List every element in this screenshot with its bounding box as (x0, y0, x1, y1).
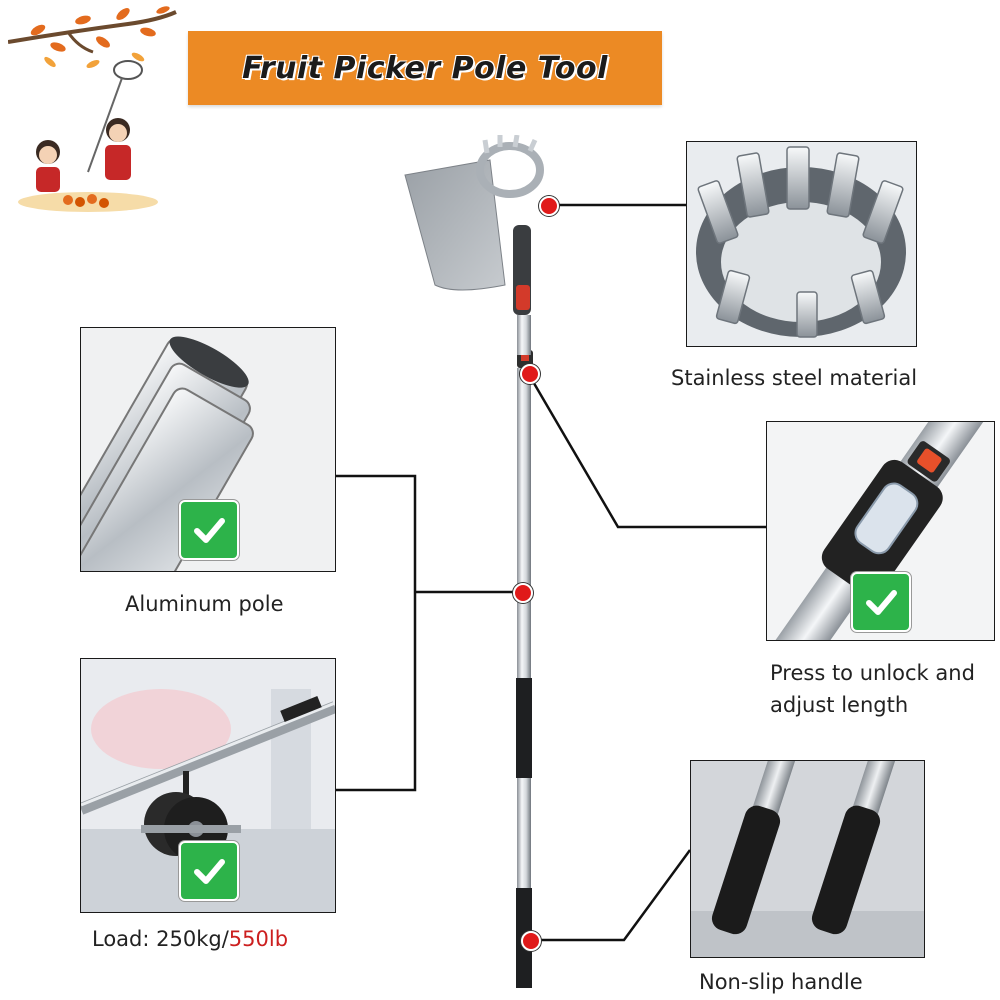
check-icon (194, 859, 225, 884)
unlock-caption-line1: Press to unlock and (770, 661, 975, 685)
load-caption-prefix: Load: 250kg/ (92, 927, 229, 951)
aluminum-pole-photo (80, 327, 336, 572)
check-badge-aluminum (179, 500, 239, 560)
non-slip-handle-caption: Non-slip handle (699, 970, 863, 994)
check-icon (194, 518, 225, 543)
page-title: Fruit Picker Pole Tool (242, 50, 608, 86)
stainless-steel-caption: Stainless steel material (671, 366, 918, 390)
load-test-photo (80, 658, 336, 913)
marker-dot-pole (513, 583, 533, 603)
aluminum-pole-caption: Aluminum pole (125, 592, 284, 616)
autumn-illustration (8, 2, 178, 217)
marker-dot-lock (520, 364, 540, 384)
title-banner: Fruit Picker Pole Tool (188, 31, 662, 105)
marker-dot-handle (521, 931, 541, 951)
unlock-caption-line2: adjust length (770, 693, 909, 717)
marker-dot-basket (539, 196, 559, 216)
non-slip-handle-photo (690, 760, 925, 958)
stainless-steel-photo (686, 141, 917, 347)
load-caption: Load: 250kg/550lb (92, 923, 372, 955)
load-caption-highlight: 550lb (228, 927, 289, 951)
check-icon (866, 590, 897, 615)
pole-product-image (404, 135, 544, 988)
check-badge-unlock (851, 572, 911, 632)
unlock-clip-photo (766, 421, 995, 641)
check-badge-load (179, 841, 239, 901)
